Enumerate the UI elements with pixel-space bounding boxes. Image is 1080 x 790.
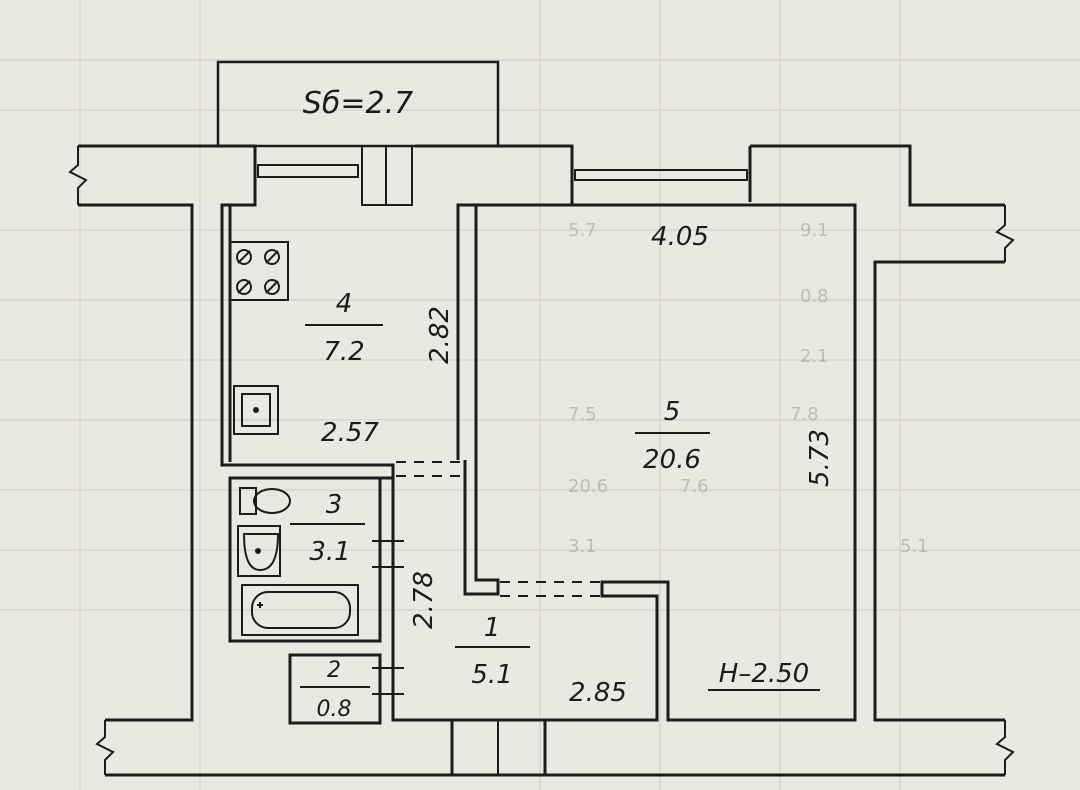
- bg-value: 20.6: [568, 476, 608, 497]
- balcony-area-label: Sб=2.7: [303, 86, 413, 121]
- kitchen-length-dimension: 2.82: [425, 306, 455, 364]
- bathroom-length-dimension: 2.78: [409, 571, 439, 629]
- doorways: [396, 461, 600, 597]
- bg-value: 7.6: [680, 476, 709, 497]
- room1-area: 5.1: [471, 660, 512, 690]
- washbasin-icon: [237, 525, 281, 577]
- bg-value: 5.7: [568, 220, 597, 241]
- wall-break-marks: [68, 146, 1015, 775]
- room5-window: [574, 169, 748, 181]
- top-exterior-wall: [415, 144, 574, 460]
- bg-value: 2.1: [800, 346, 829, 367]
- kitchen-width-dimension: 2.57: [321, 418, 379, 448]
- top-exterior-wall-right: [750, 144, 1005, 207]
- bg-value: 7.5: [568, 404, 597, 425]
- bathroom-walls: [228, 476, 382, 643]
- walls: [78, 144, 1005, 777]
- bg-value: 0.8: [800, 286, 829, 307]
- bathtub-icon: [241, 584, 359, 636]
- room1-number: 1: [484, 613, 501, 643]
- left-exterior-wall: [78, 144, 454, 777]
- stove-icon: [229, 241, 289, 301]
- room5-number: 5: [664, 397, 681, 427]
- kitchen-sink-icon: [233, 385, 279, 435]
- door-ticks: [372, 540, 499, 775]
- toilet-icon: [239, 487, 291, 515]
- room5-left-wall: [463, 205, 500, 596]
- room5-area: 20.6: [643, 445, 701, 475]
- bg-value: 7.8: [790, 404, 819, 425]
- hall-width-dimension: 2.85: [569, 678, 627, 708]
- kitchen-window: [257, 164, 359, 178]
- room4-area: 7.2: [323, 337, 364, 367]
- room5-wall: [476, 203, 1005, 777]
- room3-number: 3: [326, 490, 343, 520]
- room2-area: 0.8: [317, 697, 352, 722]
- right-exterior-wall: [873, 260, 1005, 722]
- left-exterior-wall-outer: [78, 203, 194, 722]
- fraction-bars: [290, 324, 820, 691]
- room5-length-dimension: 5.73: [805, 429, 835, 487]
- room4-number: 4: [336, 289, 353, 319]
- room5-width-dimension: 4.05: [651, 222, 709, 252]
- background-table-values: 5.7 9.1 0.8 2.1 7.5 7.8 20.6 7.6 3.1 5.1: [568, 220, 929, 557]
- windows: [257, 145, 748, 206]
- balcony-outline: [216, 60, 500, 148]
- bg-value: 3.1: [568, 536, 597, 557]
- ceiling-height-label: Н–2.50: [719, 659, 809, 689]
- bg-value: 5.1: [900, 536, 929, 557]
- room2-number: 2: [327, 658, 341, 683]
- bg-value: 9.1: [800, 220, 829, 241]
- wc-walls: [288, 653, 382, 725]
- room3-area: 3.1: [309, 537, 350, 567]
